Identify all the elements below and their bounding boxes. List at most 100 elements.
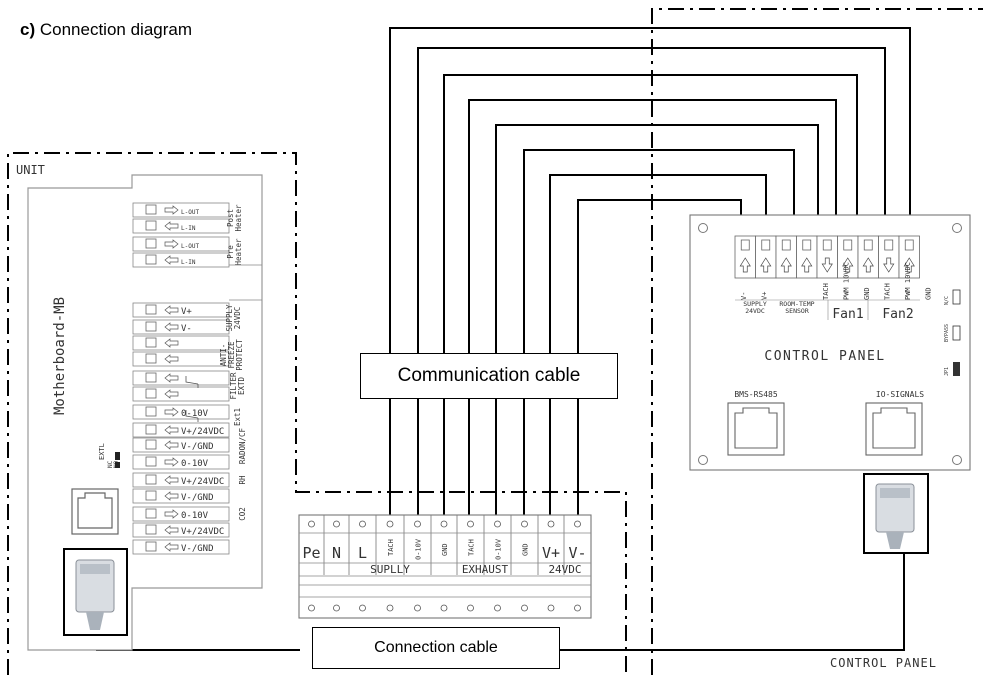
panel-terminal-label: TACH (884, 283, 892, 300)
pre-heater-label: Heater (234, 238, 243, 266)
terminal-label: 0-10V (495, 538, 503, 560)
extl-label: EXTL (98, 443, 106, 460)
terminal-label: Pe (302, 544, 320, 562)
filter-label: EXTD (237, 376, 246, 395)
control-panel-boundary (651, 8, 983, 675)
terminal-label: GND (441, 543, 449, 556)
extl-nc-label: NC (107, 460, 114, 468)
terminal-label: TACH (387, 539, 395, 556)
terminal-label: V- (568, 544, 586, 562)
panel-terminal (898, 235, 920, 279)
terminal-column: 0-10V (414, 515, 432, 612)
mb-connector-row: L-IN (132, 218, 230, 234)
mb-connector-row: V-/GND (132, 539, 230, 555)
post-heater-label: Heater (234, 204, 243, 232)
mb-connector-row: L-OUT (132, 202, 230, 218)
mb-row-label: L-IN (181, 225, 196, 232)
mb-connector-row: L-OUT (132, 236, 230, 252)
mb-connector-row: L-IN (132, 252, 230, 268)
panel-terminal (857, 235, 879, 279)
motherboard-rj-socket (71, 488, 119, 535)
panel-terminal (796, 235, 818, 279)
mb-connector-row: V-/GND (132, 437, 230, 453)
terminal-label: V+ (542, 544, 560, 562)
terminal-column: GND (521, 515, 539, 612)
panel-group-label: SENSOR (785, 307, 809, 315)
mb-row-label: V+ (181, 307, 192, 317)
communication-cable-callout: Communication cable (360, 353, 618, 399)
mb-connector-row: V-/GND (132, 488, 230, 504)
terminal-column: L (358, 515, 377, 612)
panel-terminal (775, 235, 797, 279)
io-signals-socket (865, 402, 923, 456)
panel-terminal-label: V+ (761, 292, 769, 300)
mb-row-label: L-OUT (181, 243, 199, 250)
communication-wire (443, 74, 858, 515)
communication-wire (495, 124, 819, 515)
mb-connector-row: V+/24VDC (132, 522, 230, 538)
mb-connector-row: V+ (132, 302, 230, 318)
communication-wire (523, 149, 795, 515)
communication-wires (389, 27, 911, 515)
panel-terminal (878, 235, 900, 279)
mb-row-label: L-OUT (181, 209, 199, 216)
panel-fan-label: Fan1 (832, 307, 863, 322)
mb-row-label: V+/24VDC (181, 477, 224, 487)
mb-row-label: 0-10V (181, 459, 209, 469)
terminal-label: 0-10V (415, 538, 423, 560)
control-panel-title: CONTROL PANEL (764, 349, 885, 364)
mb-connector-row (132, 370, 230, 386)
radon-cf-label: RADON/CF (238, 427, 247, 464)
motherboard-label: Motherboard-MB (52, 297, 68, 415)
terminal-column: V+ (542, 515, 565, 612)
terminal-column: TACH (467, 515, 485, 612)
communication-wire (468, 99, 837, 515)
mb-row-label: V-/GND (181, 493, 214, 503)
mb-row-label: 0-10V (181, 409, 209, 419)
title-text: Connection diagram (39, 20, 193, 39)
filter-label: FILTER (229, 372, 238, 400)
mb-connector-row (132, 335, 230, 351)
mb-row-label: 0-10V (181, 511, 209, 521)
bms-rs485-socket (727, 402, 785, 456)
communication-wire (549, 174, 767, 515)
port-label-bms: BMS-RS485 (734, 390, 778, 399)
co2-label: CO2 (238, 507, 247, 521)
mb-connector-row: 0-10V (132, 506, 230, 522)
mb-row-label: V-/GND (181, 544, 214, 554)
terminal-column: N (332, 515, 350, 612)
side-label-jp1: JP1 (944, 367, 950, 376)
panel-terminal-label: PWM 10VDC (904, 262, 912, 300)
motherboard: Motherboard-MB EXTL NC NO L-OUTL-INL-OUT… (27, 174, 263, 651)
mb-connector-row: V+/24VDC (132, 422, 230, 438)
terminal-column: Pe (302, 515, 325, 612)
terminal-label: L (358, 544, 367, 562)
post-heater-label: Post (226, 209, 235, 227)
supply-label: SUPPLY (225, 304, 234, 332)
side-label-nc: N/C (944, 296, 950, 305)
panel-group-label: SUPPLY (743, 300, 767, 308)
panel-terminal (755, 235, 777, 279)
anti-freeze-label: FREEZE (227, 341, 236, 369)
anti-freeze-label: ANTI- (219, 344, 228, 367)
port-label-io: IO-SIGNALS (876, 390, 924, 399)
panel-fan-label: Fan2 (882, 307, 913, 322)
panel-terminal-label: GND (863, 287, 871, 300)
terminal-label: N (332, 544, 341, 562)
panel-terminal (816, 235, 838, 279)
connection-cable-plug-left (63, 548, 128, 636)
mb-row-label: L-IN (181, 259, 196, 266)
terminal-column: 0-10V (494, 515, 512, 612)
pre-heater-label: Pre (226, 245, 235, 259)
panel-terminal-label: V- (740, 292, 748, 300)
terminal-group-label: SUPLLY (370, 563, 410, 576)
terminal-column: GND (440, 515, 458, 612)
mb-row-label: V+/24VDC (181, 427, 224, 437)
terminal-column: V- (568, 515, 592, 612)
mb-connector-row (132, 386, 230, 402)
unit-boundary (7, 152, 627, 675)
panel-terminal-label: PWM 10VDC (843, 262, 851, 300)
